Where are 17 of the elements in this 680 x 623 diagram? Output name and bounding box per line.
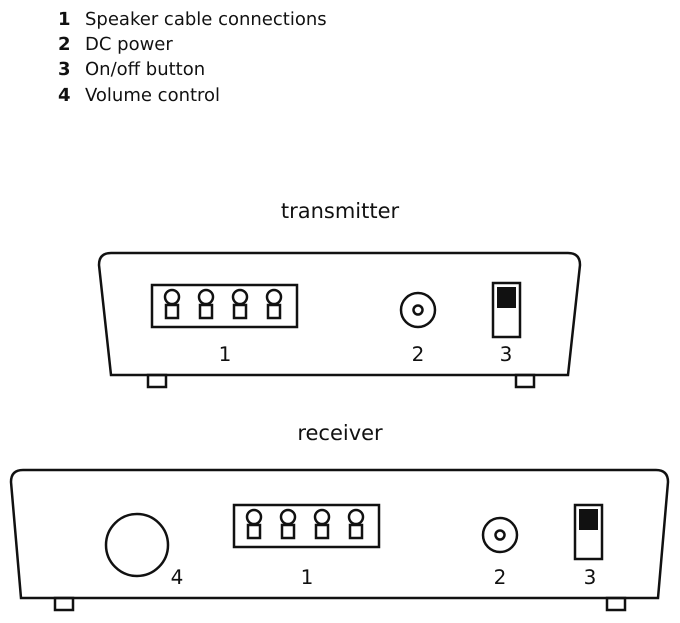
callout-number: 2 bbox=[494, 566, 506, 588]
callout-number: 3 bbox=[500, 343, 512, 365]
callout-number: 2 bbox=[412, 343, 424, 365]
key-number: 2 bbox=[58, 34, 71, 56]
device-title: receiver bbox=[297, 420, 383, 446]
key-text: Speaker cable connections bbox=[85, 9, 327, 31]
device-title: transmitter bbox=[280, 198, 400, 224]
key-text: Volume control bbox=[85, 85, 220, 107]
key-text: On/off button bbox=[85, 59, 206, 81]
key-number: 3 bbox=[58, 59, 71, 81]
key-text: DC power bbox=[85, 34, 173, 56]
callout-number: 1 bbox=[300, 566, 314, 588]
callout-number: 1 bbox=[218, 343, 232, 365]
callout-number: 3 bbox=[584, 566, 596, 588]
key-number: 4 bbox=[58, 85, 71, 107]
key-number: 1 bbox=[58, 9, 71, 31]
callout-number: 4 bbox=[170, 566, 184, 588]
